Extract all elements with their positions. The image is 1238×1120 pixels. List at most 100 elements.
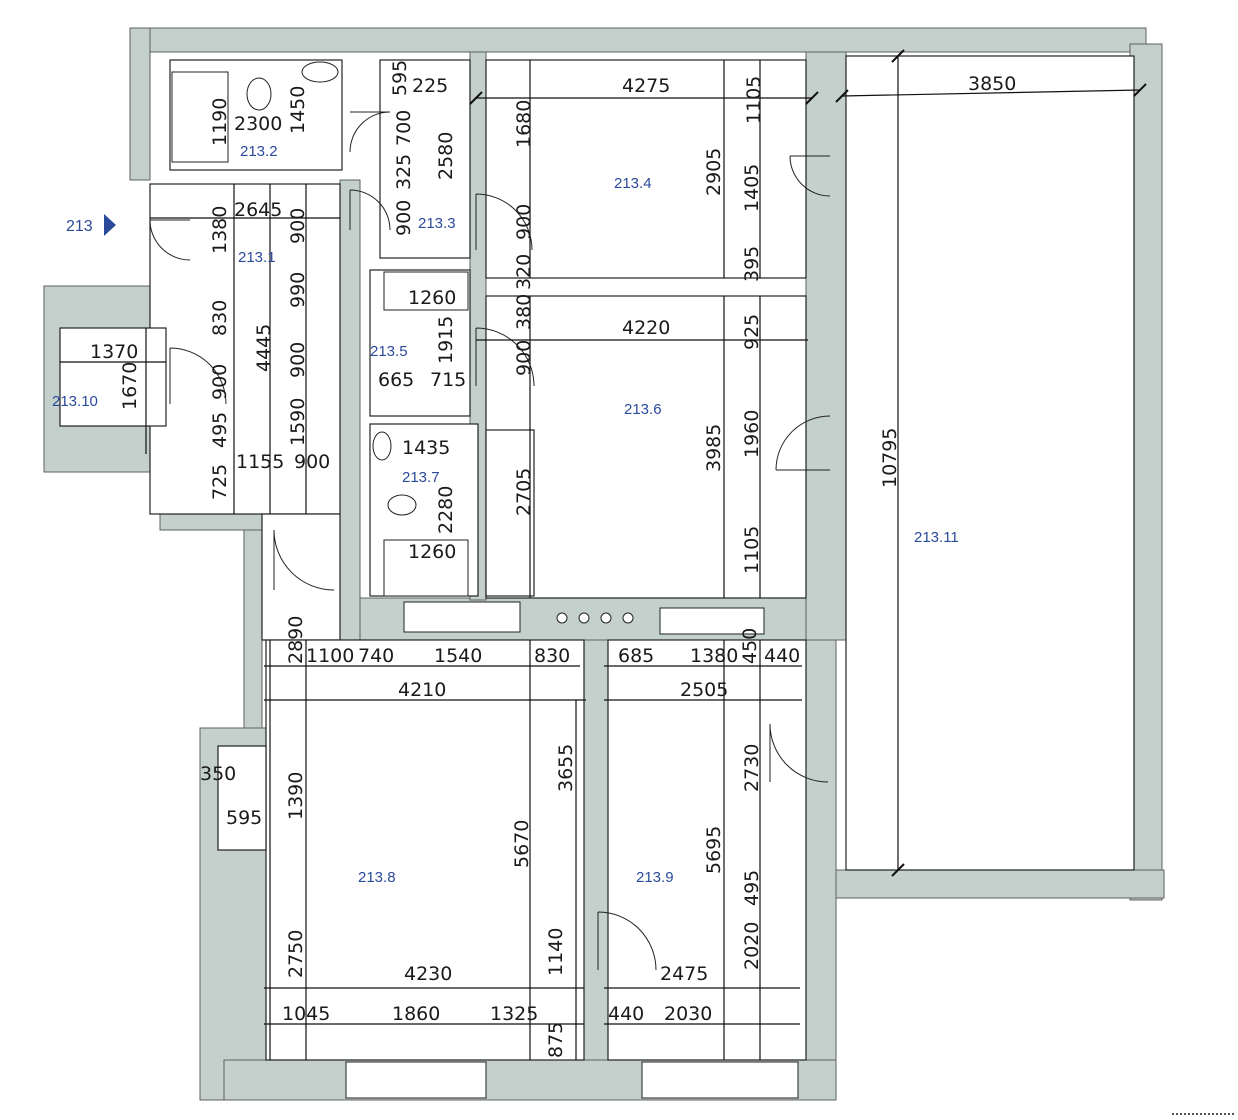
interior-213-3 — [379, 59, 471, 259]
dim-label: 4220 — [622, 317, 670, 339]
dim-label: 1960 — [741, 410, 763, 458]
dim-label: 715 — [430, 369, 466, 391]
door-213-5 — [475, 327, 535, 387]
dim-label: 595 — [389, 60, 411, 96]
wall-mass-top-left — [129, 27, 151, 181]
wall-mass-south-east — [835, 869, 1165, 899]
dim-label: 4275 — [622, 75, 670, 97]
dim-label: 830 — [534, 645, 570, 667]
door-213-9 — [597, 911, 657, 971]
dim-label: 1860 — [392, 1003, 440, 1025]
dim-label: 1680 — [513, 100, 535, 148]
dimension-lines — [60, 49, 1147, 1060]
room-label-213-2: 213.2 — [240, 143, 278, 160]
window-south-1 — [345, 1061, 487, 1099]
sink-213-7-icon — [372, 431, 392, 461]
wall-mass-left-lower — [243, 529, 263, 729]
dim-label: 900 — [287, 342, 309, 378]
dim-label: 595 — [226, 807, 262, 829]
door-213-10 — [169, 347, 227, 405]
dim-label: 5695 — [703, 826, 725, 874]
dim-label: 3655 — [555, 744, 577, 792]
dim-label: 1325 — [490, 1003, 538, 1025]
dim-label: 380 — [513, 294, 535, 330]
dim-label: 685 — [618, 645, 654, 667]
room-interiors — [59, 55, 1135, 1061]
dim-label: 3985 — [703, 424, 725, 472]
entrance-arrow-icon — [104, 214, 116, 236]
dim-label: 900 — [393, 200, 415, 236]
dim-label: 2300 — [234, 113, 282, 135]
wall-mass-col-right — [805, 51, 847, 641]
footer-dotted-rule — [1172, 1113, 1234, 1118]
dim-label: 925 — [741, 314, 763, 350]
dim-label: 1380 — [209, 206, 231, 254]
dim-label: 2705 — [513, 468, 535, 516]
dim-label: 4210 — [398, 679, 446, 701]
toilet-213-7-icon — [387, 494, 417, 516]
dim-label: 740 — [358, 645, 394, 667]
room-label-213-11: 213.11 — [914, 529, 959, 546]
dim-label: 4445 — [253, 324, 275, 372]
window-mid-1 — [403, 601, 521, 633]
door-213-3 — [349, 189, 391, 231]
shower-213-7-icon — [383, 539, 469, 597]
dim-label: 2475 — [660, 963, 708, 985]
dim-label: 1540 — [434, 645, 482, 667]
dim-label: 665 — [378, 369, 414, 391]
interior-213-10 — [59, 327, 167, 427]
dim-label: 10795 — [879, 428, 901, 488]
dim-label: 830 — [209, 300, 231, 336]
dim-label: 225 — [412, 75, 448, 97]
dim-label: 1590 — [287, 398, 309, 446]
room-label-213-8: 213.8 — [358, 869, 396, 886]
wall-mass-east — [1129, 43, 1163, 901]
dim-label: 2890 — [285, 616, 307, 664]
dim-label: 900 — [513, 340, 535, 376]
interior-corridor-strip — [485, 429, 535, 597]
dim-label: 320 — [513, 254, 535, 290]
dim-label: 1045 — [282, 1003, 330, 1025]
dim-label: 1155 — [236, 451, 284, 473]
vent-4-icon — [622, 612, 634, 624]
door-213-9-east — [769, 723, 829, 783]
dim-label: 2030 — [664, 1003, 712, 1025]
sink-213-2-icon — [301, 61, 339, 83]
wall-mass-col-right-lower — [805, 639, 837, 1061]
dim-label: 495 — [209, 412, 231, 448]
interior-213-8-closet — [217, 745, 267, 851]
door-corridor — [273, 529, 335, 591]
dim-label: 700 — [393, 110, 415, 146]
dim-label: 900 — [209, 364, 231, 400]
dim-label: 1670 — [119, 362, 141, 410]
dim-label: 900 — [294, 451, 330, 473]
dim-label: 395 — [741, 246, 763, 282]
dim-label: 350 — [200, 763, 236, 785]
dim-label: 2645 — [234, 199, 282, 221]
wall-mass-center-col — [583, 639, 609, 1061]
doors — [149, 111, 831, 971]
dim-label: 1380 — [690, 645, 738, 667]
dim-label: 1100 — [306, 645, 354, 667]
room-labels: 213.2 213.3 213.4 213.1 213.5 213.10 213… — [52, 143, 959, 886]
dim-label: 1450 — [287, 86, 309, 134]
dim-label: 3850 — [968, 73, 1016, 95]
dim-label: 1260 — [408, 541, 456, 563]
room-label-213-1: 213.1 — [238, 249, 276, 266]
vent-2-icon — [578, 612, 590, 624]
dim-label: 2020 — [741, 922, 763, 970]
door-213-2 — [349, 111, 391, 153]
dim-label: 1915 — [435, 316, 457, 364]
room-label-213-7: 213.7 — [402, 469, 440, 486]
dim-label: 875 — [545, 1022, 567, 1058]
fixtures — [171, 61, 634, 624]
vent-1-icon — [556, 612, 568, 624]
dim-label: 2280 — [435, 486, 457, 534]
dim-label: 900 — [287, 208, 309, 244]
shower-213-2-icon — [171, 71, 229, 163]
dimension-labels: 1190 2300 1450 595 225 700 325 2580 900 … — [90, 60, 1016, 1058]
window-south-2 — [641, 1061, 799, 1099]
toilet-213-2-icon — [246, 77, 272, 111]
dim-label: 325 — [393, 154, 415, 190]
